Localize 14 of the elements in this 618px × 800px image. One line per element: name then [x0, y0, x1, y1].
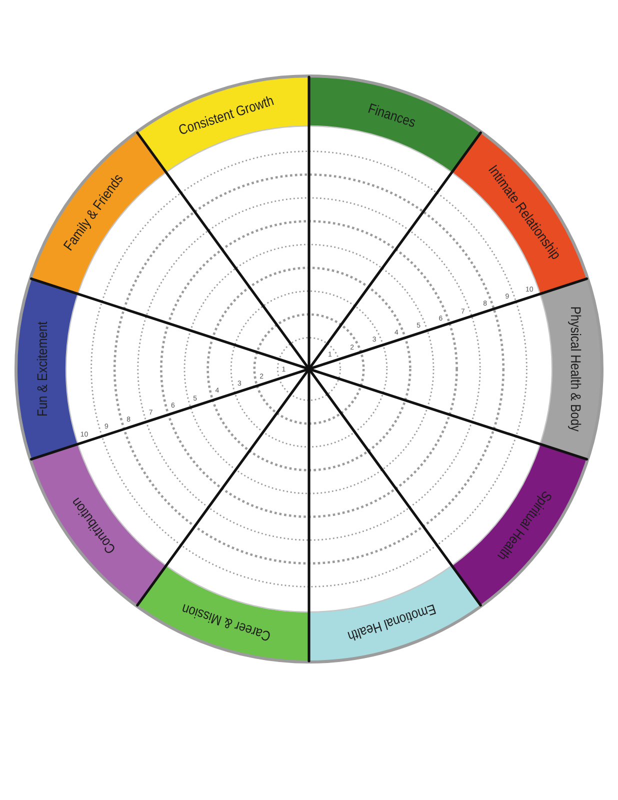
- wheel-segment: [540, 278, 601, 460]
- segment-label: Fun & Excitement: [35, 321, 49, 416]
- wheel-segment: [309, 566, 481, 661]
- wheel-segment: [17, 278, 78, 460]
- segment-label: Physical Health & Body: [568, 306, 583, 432]
- segment-label: Finances: [366, 100, 417, 130]
- wheel-segment: [452, 444, 587, 606]
- wheel-segment: [309, 77, 481, 172]
- wheel-segment: [452, 132, 587, 294]
- wheel-segment: [137, 566, 309, 661]
- wheel-segment: [137, 77, 309, 172]
- wheel-segment: [31, 132, 166, 294]
- wheel-segment: [31, 444, 166, 606]
- segment-label: Career & Mission: [180, 602, 273, 644]
